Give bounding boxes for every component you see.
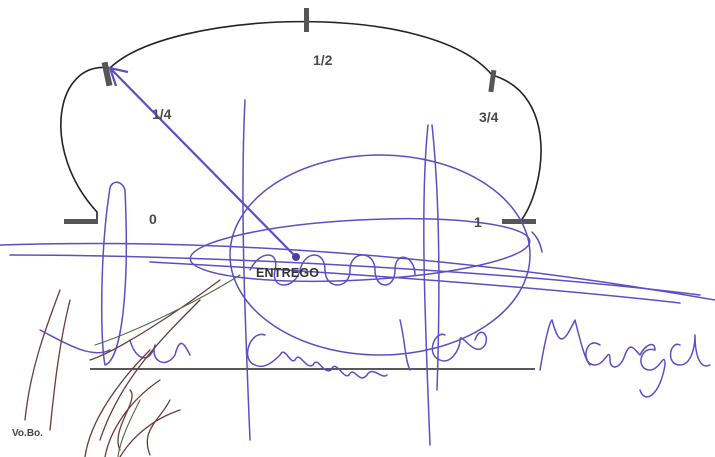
vobo-signature-scribble bbox=[24, 279, 221, 457]
tick-one-mark bbox=[502, 219, 536, 224]
tick-half-mark bbox=[304, 8, 309, 32]
tick-label-one: 1 bbox=[474, 214, 482, 230]
gauge-pivot bbox=[292, 253, 300, 261]
tick-label-quarter: 1/4 bbox=[152, 106, 172, 122]
entrego-caption: ENTREGO bbox=[256, 266, 320, 280]
tick-label-half: 1/2 bbox=[313, 52, 333, 68]
gauge-needle bbox=[108, 66, 297, 258]
tick-label-zero: 0 bbox=[149, 211, 157, 227]
vobo-signature-scribble-2 bbox=[94, 274, 241, 457]
handwritten-signature bbox=[0, 99, 715, 446]
tick-three-quarter-mark bbox=[488, 69, 497, 93]
tick-label-three-quarter: 3/4 bbox=[479, 109, 499, 125]
tick-quarter-mark bbox=[101, 61, 113, 87]
vobo-caption: Vo.Bo. bbox=[12, 428, 43, 439]
tick-zero-mark bbox=[64, 219, 98, 224]
fuel-gauge-arc bbox=[60, 20, 542, 223]
